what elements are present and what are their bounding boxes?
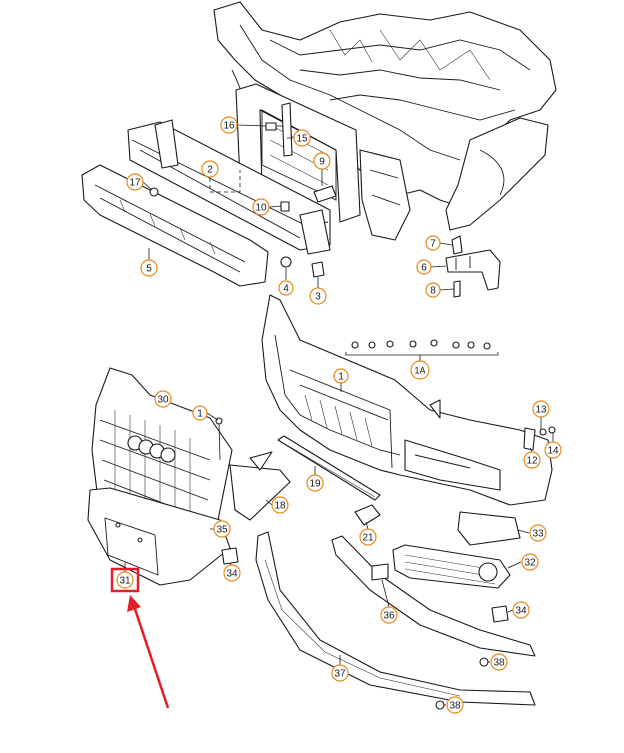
callout-30: 30 xyxy=(154,390,172,408)
callout-35-label: 35 xyxy=(216,525,228,536)
callout-15: 15 xyxy=(293,129,311,147)
vehicle-front-structure xyxy=(213,1,557,241)
callout-1-grille: 1 xyxy=(192,405,208,421)
mounting-clip-left xyxy=(221,547,239,565)
callout-1a: 1A xyxy=(410,360,430,380)
callout-7-label: 7 xyxy=(430,239,436,250)
callout-21-label: 21 xyxy=(362,533,374,544)
callout-5: 5 xyxy=(140,259,158,277)
hardware-top xyxy=(149,102,337,278)
callout-6-label: 6 xyxy=(421,263,427,274)
callout-1: 1 xyxy=(333,368,349,384)
callout-9: 9 xyxy=(313,152,331,170)
callout-5-label: 5 xyxy=(146,264,152,275)
callout-38-lower: 38 xyxy=(446,696,464,714)
highlight-box xyxy=(110,567,140,593)
callout-35: 35 xyxy=(213,520,231,538)
callout-17-label: 17 xyxy=(129,178,141,189)
center-trim-strip xyxy=(277,435,381,501)
callout-31-label: 31 xyxy=(119,576,131,587)
callout-34-left: 34 xyxy=(223,564,241,582)
screw-lower xyxy=(435,700,445,710)
mounting-clip-right xyxy=(491,605,509,623)
callout-16-label: 16 xyxy=(223,121,235,132)
screw-upper xyxy=(479,657,489,667)
callout-8-label: 8 xyxy=(430,286,436,297)
callout-6: 6 xyxy=(416,259,432,275)
callout-37-label: 37 xyxy=(334,669,346,680)
callout-19: 19 xyxy=(306,474,324,492)
screw-set xyxy=(345,339,499,356)
side-mount-hardware xyxy=(523,426,556,451)
tow-hook-cover xyxy=(354,504,381,526)
callout-10: 10 xyxy=(252,198,270,216)
energy-absorber xyxy=(81,164,269,287)
front-spoiler xyxy=(255,531,536,706)
callout-17: 17 xyxy=(126,173,144,191)
callout-32: 32 xyxy=(521,553,539,571)
callout-8: 8 xyxy=(425,282,441,298)
callout-1-label: 1 xyxy=(338,372,344,383)
callout-10-label: 10 xyxy=(255,203,267,214)
fog-light-blank xyxy=(457,511,521,546)
callout-12: 12 xyxy=(523,451,541,469)
trim-clip xyxy=(371,563,389,581)
callout-1a-label: 1A xyxy=(414,366,425,376)
callout-34-right-label: 34 xyxy=(515,606,527,617)
side-bracket-assembly xyxy=(445,235,501,298)
callout-3-label: 3 xyxy=(315,292,321,303)
license-plate-base xyxy=(87,487,231,586)
callout-4-label: 4 xyxy=(283,284,289,295)
callout-34-right: 34 xyxy=(512,601,530,619)
callout-36-label: 36 xyxy=(383,611,395,622)
callout-1-grille-label: 1 xyxy=(197,409,203,420)
callout-18: 18 xyxy=(271,496,289,514)
callout-38-upper: 38 xyxy=(490,653,508,671)
callout-14-label: 14 xyxy=(547,446,559,457)
callout-30-label: 30 xyxy=(157,395,169,406)
callout-31-highlighted: 31 xyxy=(110,567,140,593)
callout-33-label: 33 xyxy=(532,529,544,540)
callout-2: 2 xyxy=(201,160,219,178)
callout-34-left-label: 34 xyxy=(226,569,238,580)
callout-21: 21 xyxy=(359,528,377,546)
leader-lines xyxy=(124,124,554,706)
callout-38-upper-label: 38 xyxy=(493,658,505,669)
callout-14: 14 xyxy=(544,441,562,459)
callout-33: 33 xyxy=(529,524,547,542)
callout-38-lower-label: 38 xyxy=(449,701,461,712)
callout-36: 36 xyxy=(380,606,398,624)
callout-7: 7 xyxy=(425,235,441,251)
callout-13-label: 13 xyxy=(535,405,547,416)
fog-light-grille xyxy=(392,544,511,589)
callout-4: 4 xyxy=(278,280,294,296)
callout-13: 13 xyxy=(532,400,550,418)
callout-9-label: 9 xyxy=(319,157,325,168)
red-pointer-arrow xyxy=(127,595,170,709)
bumper-reinforcement xyxy=(127,119,331,255)
callout-16: 16 xyxy=(220,116,238,134)
callout-15-label: 15 xyxy=(296,134,308,145)
callout-12-label: 12 xyxy=(526,456,538,467)
callout-19-label: 19 xyxy=(309,479,321,490)
callout-37: 37 xyxy=(331,664,349,682)
callout-2-label: 2 xyxy=(207,165,213,176)
callout-32-label: 32 xyxy=(524,558,536,569)
bumper-cover xyxy=(261,294,553,506)
callout-3: 3 xyxy=(309,287,327,305)
callout-18-label: 18 xyxy=(274,501,286,512)
